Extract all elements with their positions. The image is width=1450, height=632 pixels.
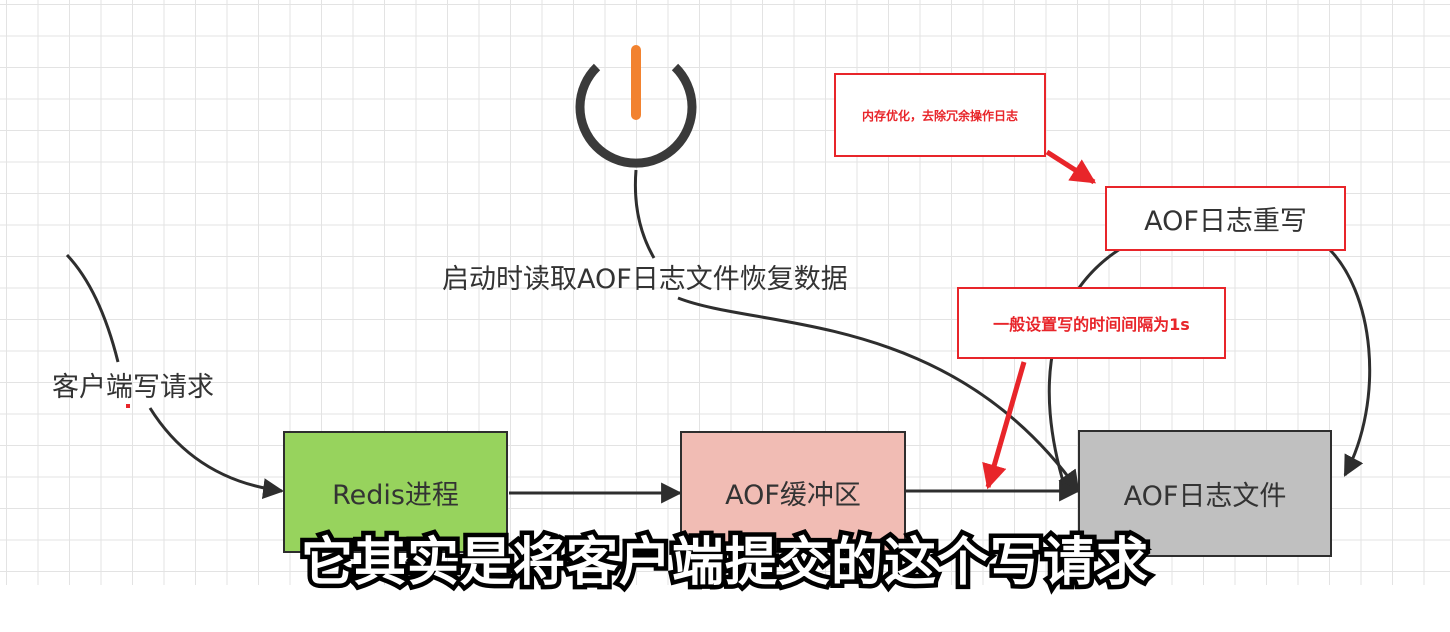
startup-label: 启动时读取AOF日志文件恢复数据 <box>442 264 848 295</box>
rewrite-note: 内存优化，去除冗余操作日志 <box>834 73 1046 157</box>
redis-process-box: Redis进程 <box>283 431 508 553</box>
aof-buffer-label: AOF缓冲区 <box>725 479 861 511</box>
startup-to-file-arrow <box>677 296 1080 492</box>
client-request-arrow <box>148 407 285 500</box>
interval-note-red-arrow <box>982 361 1027 490</box>
client-request-line-top <box>65 253 120 363</box>
interval-note-text: 一般设置写的时间间隔为1s <box>993 315 1190 334</box>
aof-buffer-box: AOF缓冲区 <box>680 431 906 553</box>
aof-file-label: AOF日志文件 <box>1123 481 1287 512</box>
power-icon <box>575 45 697 168</box>
power-connector-line <box>633 169 656 259</box>
red-dot <box>126 404 130 408</box>
aof-rewrite-box: AOF日志重写 <box>1105 186 1346 251</box>
client-write-label: 客户端写请求 <box>52 372 214 403</box>
aof-file-box: AOF日志文件 <box>1078 430 1332 557</box>
rewrite-loop-right-arrow <box>1323 243 1372 477</box>
video-subtitle: 它其实是将客户端提交的这个写请求 <box>296 529 1152 598</box>
rewrite-note-red-arrow <box>1045 149 1097 185</box>
redis-process-label: Redis进程 <box>332 479 459 511</box>
aof-rewrite-label: AOF日志重写 <box>1144 206 1307 237</box>
rewrite-note-text: 内存优化，去除冗余操作日志 <box>861 108 1018 123</box>
interval-note: 一般设置写的时间间隔为1s <box>957 287 1226 359</box>
